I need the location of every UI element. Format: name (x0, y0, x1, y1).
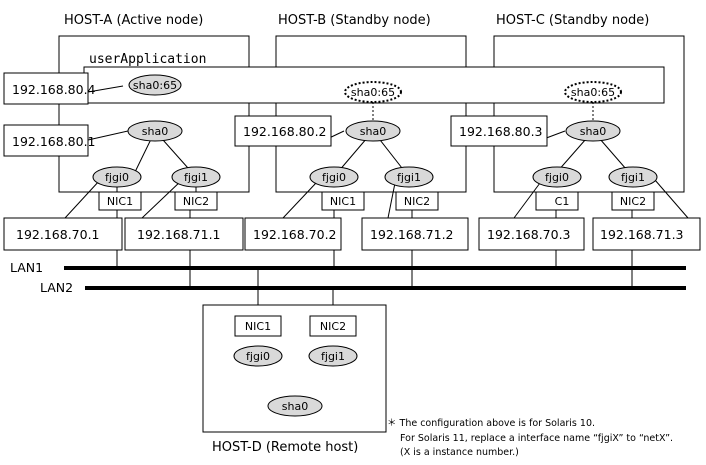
fjgi1-label-b: fjgi1 (397, 171, 421, 184)
lan1-label: LAN1 (10, 260, 43, 275)
sha0-label-a: sha0 (142, 125, 168, 138)
host-d-title: HOST-D (Remote host) (212, 440, 358, 455)
ip-c-nic1: 192.168.70.3 (487, 227, 571, 242)
fjgi0-label-c: fjgi0 (545, 171, 569, 184)
nic1-box-c (535, 191, 579, 211)
nic1-label-a: NIC1 (107, 195, 133, 208)
sha0-label-c: sha0 (580, 125, 606, 138)
fjgi0-node-d (233, 345, 283, 367)
ip-box-a-sha0 (3, 124, 89, 157)
nic1-label-c: C1 (555, 195, 570, 208)
fjgi0-node-c (532, 166, 582, 188)
ip-a-nic1: 192.168.70.1 (16, 227, 100, 242)
ip-box-c-sha0 (450, 115, 548, 147)
fjgi1-node-b (384, 166, 434, 188)
fjgi1-label-c: fjgi1 (621, 171, 645, 184)
nic1-label-b: NIC1 (330, 195, 356, 208)
ip-b-nic2: 192.168.71.2 (370, 227, 454, 242)
ip-box-c-nic1 (478, 217, 585, 251)
ip-box-a-nic1 (3, 217, 123, 251)
user-application-label: userApplication (89, 52, 206, 67)
fjgi0-node-a (92, 166, 142, 188)
fjgi0-label-d: fjgi0 (246, 350, 270, 363)
nic1-label-d: NIC1 (245, 320, 271, 333)
fjgi0-node-b (309, 166, 359, 188)
host-b-box (275, 35, 467, 193)
nic2-box-c (611, 191, 655, 211)
nic2-box-a (174, 191, 218, 211)
host-c-box (493, 35, 685, 193)
takeover-ip-node-a (128, 74, 182, 96)
nic2-box-d (309, 315, 357, 337)
nic2-label-a: NIC2 (183, 195, 209, 208)
sha0-label-b: sha0 (360, 125, 386, 138)
fjgi1-node-d (308, 345, 358, 367)
ip-box-b-sha0 (234, 115, 332, 147)
fjgi1-label-d: fjgi1 (321, 350, 345, 363)
fjgi1-label-a: fjgi1 (184, 171, 208, 184)
takeover-label-c: sha0:65 (571, 86, 615, 99)
nic1-box-d (234, 315, 282, 337)
ip-b-nic1: 192.168.70.2 (253, 227, 337, 242)
note-line-1: ＊ The configuration above is for Solaris… (387, 418, 595, 429)
nic2-label-c: NIC2 (620, 195, 646, 208)
host-b-title: HOST-B (Standby node) (278, 13, 431, 28)
ip-box-a-nic2 (124, 217, 244, 251)
sha0-label-d: sha0 (282, 400, 308, 413)
nic2-box-b (395, 191, 439, 211)
fjgi1-node-a (171, 166, 221, 188)
ip-box-c-nic2 (592, 217, 701, 251)
host-a-box (58, 35, 250, 193)
ip-box-b-nic1 (244, 217, 342, 251)
sha0-node-c (565, 120, 621, 142)
ip-box-b-nic2 (361, 217, 469, 251)
takeover-label-b: sha0:65 (351, 86, 395, 99)
nic2-label-b: NIC2 (404, 195, 430, 208)
takeover-ip-node-c (564, 81, 622, 103)
fjgi0-label-b: fjgi0 (322, 171, 346, 184)
ip-c-sha0: 192.168.80.3 (459, 124, 543, 139)
ip-b-sha0: 192.168.80.2 (243, 124, 327, 139)
sha0-node-a (127, 120, 183, 142)
ip-box-a-takeover (3, 72, 89, 105)
nic1-box-a (98, 191, 142, 211)
sha0-node-b (345, 120, 401, 142)
note-line-3: (X is a instance number.) (400, 447, 519, 458)
ip-c-nic2: 192.168.71.3 (600, 227, 684, 242)
fjgi1-node-c (608, 166, 658, 188)
nic2-label-d: NIC2 (320, 320, 346, 333)
takeover-label-a: sha0:65 (133, 79, 177, 92)
ip-a-sha0: 192.168.80.1 (12, 134, 96, 149)
fjgi0-label-a: fjgi0 (105, 171, 129, 184)
ip-a-takeover: 192.168.80.4 (12, 82, 96, 97)
nic1-box-b (321, 191, 365, 211)
lan2-label: LAN2 (40, 280, 73, 295)
note-line-2: For Solaris 11, replace a interface name… (400, 433, 673, 444)
ip-a-nic2: 192.168.71.1 (137, 227, 221, 242)
host-a-title: HOST-A (Active node) (64, 13, 203, 28)
host-c-title: HOST-C (Standby node) (496, 13, 649, 28)
takeover-ip-node-b (344, 81, 402, 103)
sha0-node-d (267, 395, 323, 417)
